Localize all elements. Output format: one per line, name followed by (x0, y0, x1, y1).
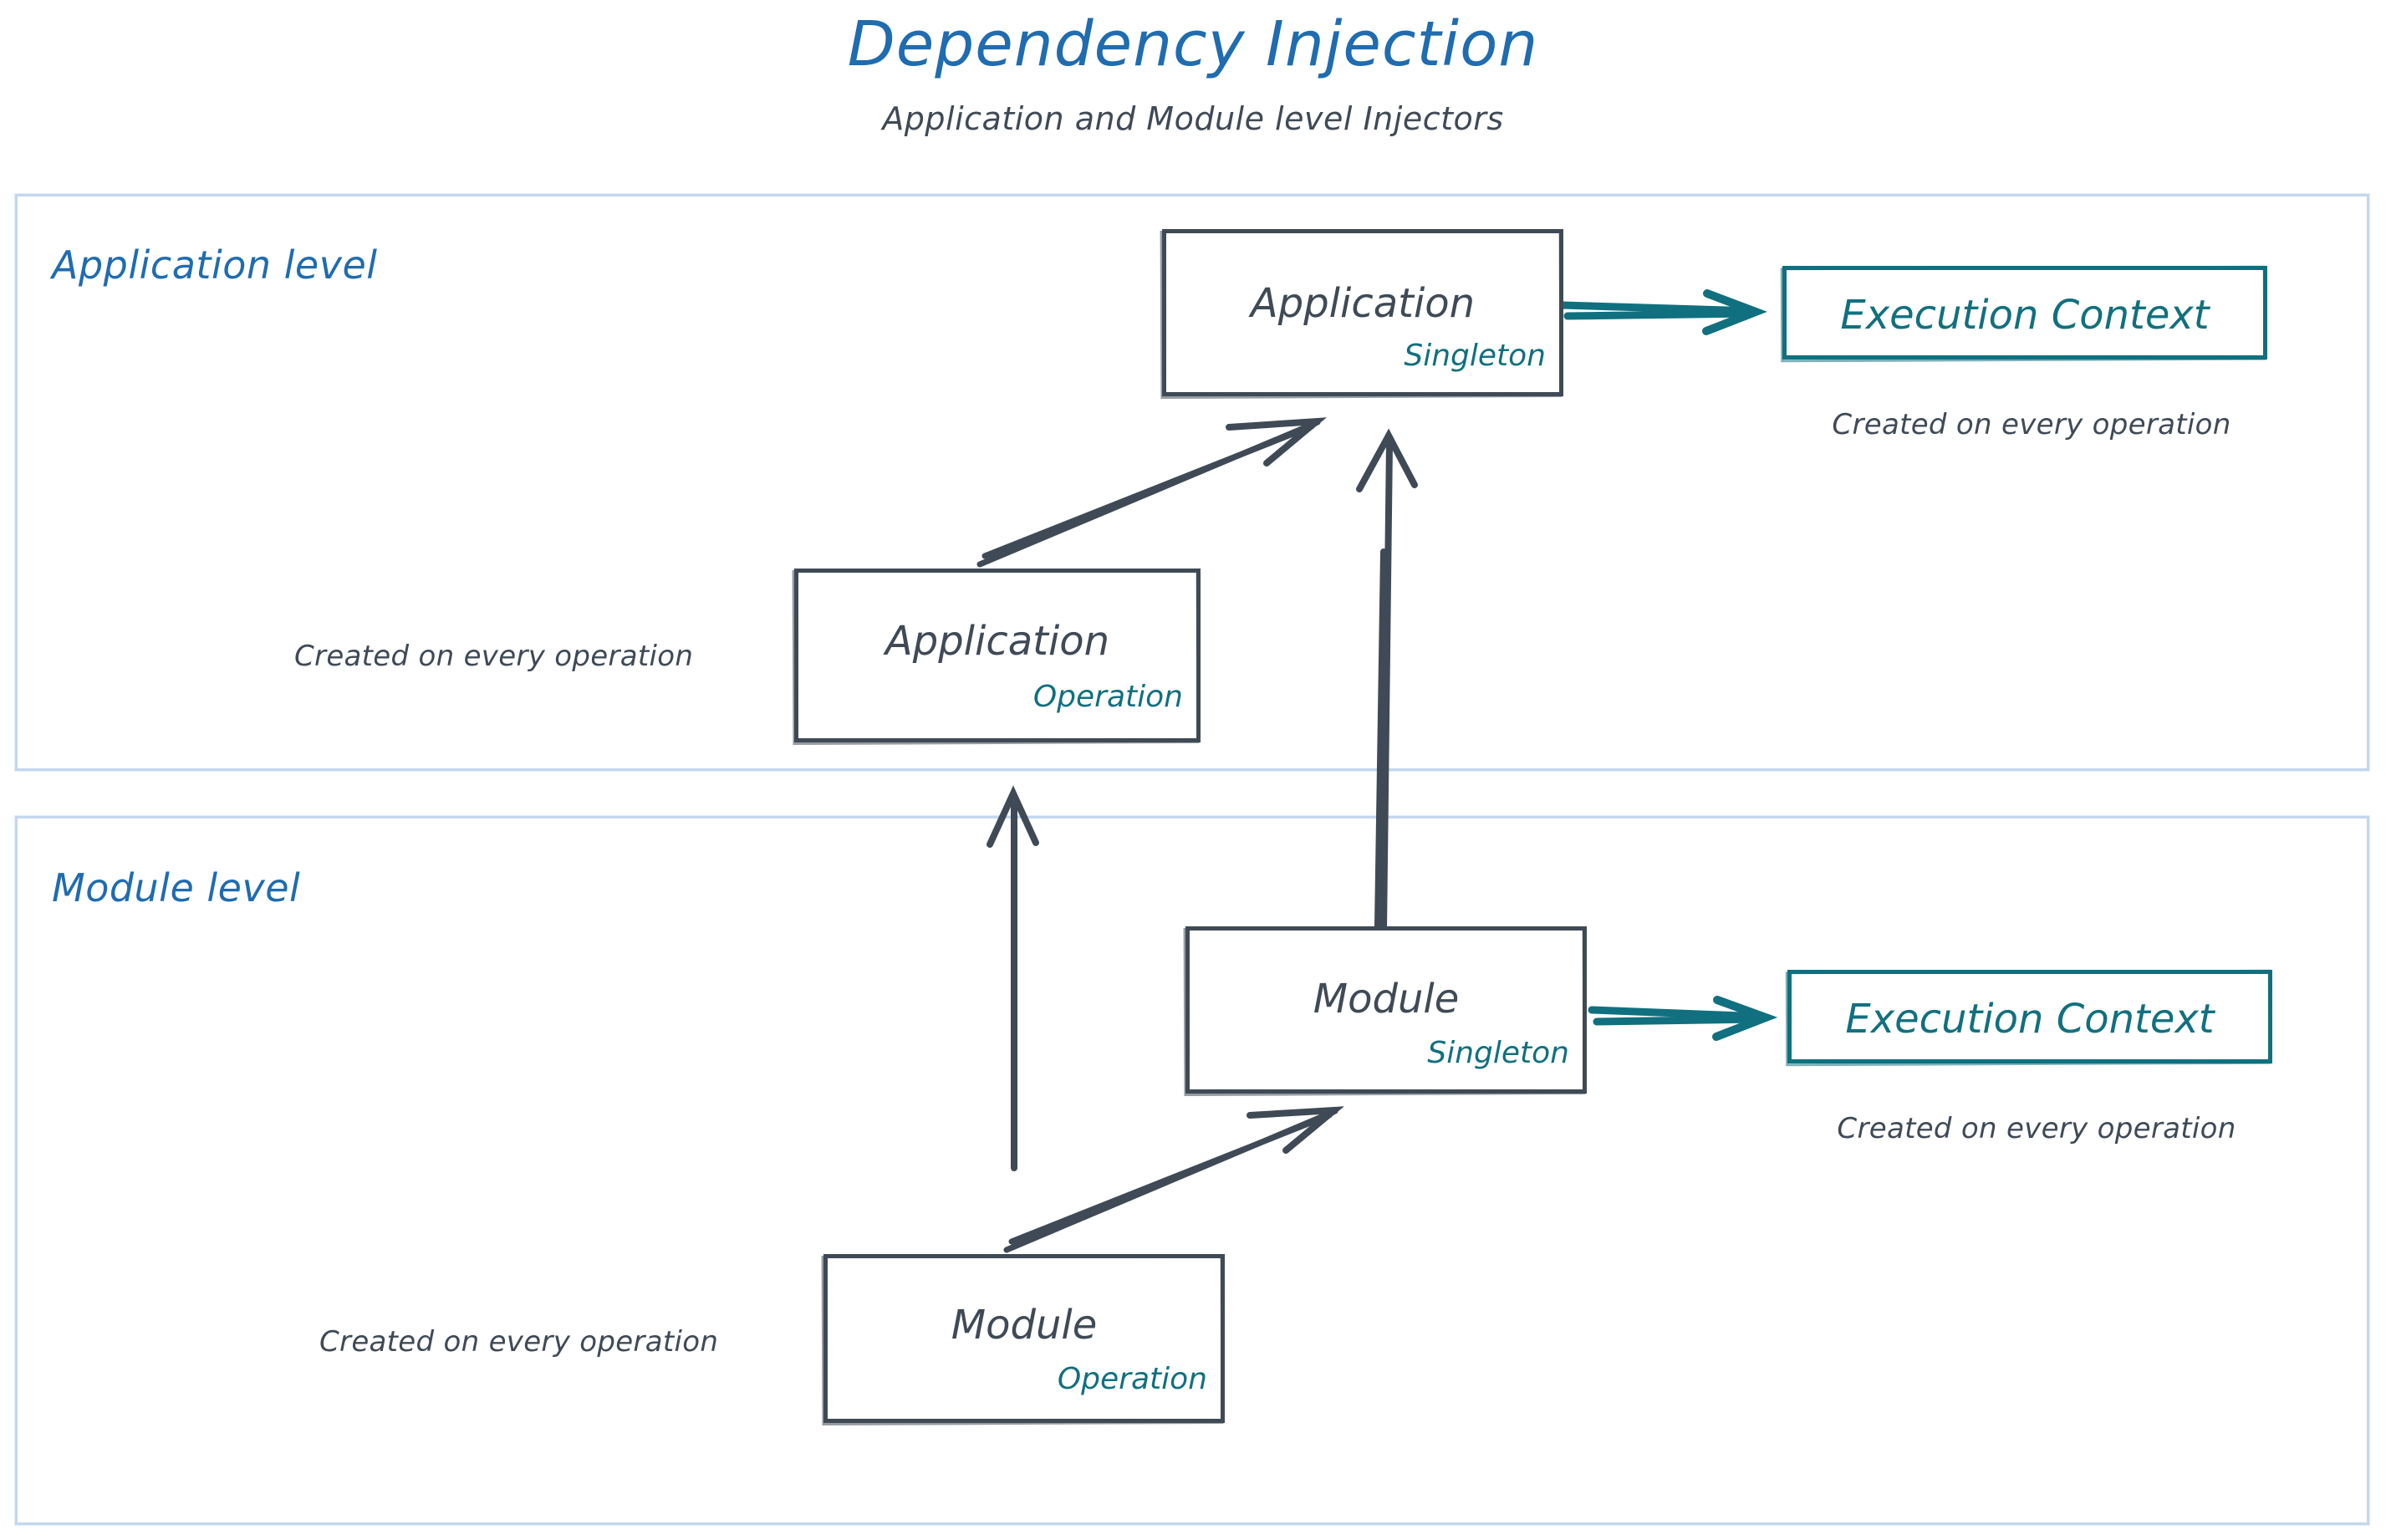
node-application-operation[interactable]: Application Operation (794, 569, 1201, 742)
caption-execution-context-application: Created on every operation (1832, 408, 2231, 441)
application-level-container (15, 194, 2369, 771)
caption-application-operation: Created on every operation (294, 640, 694, 673)
node-title: Execution Context (1845, 996, 2215, 1043)
caption-execution-context-module: Created on every operation (1837, 1112, 2236, 1145)
node-scope-badge: Singleton (1427, 1036, 1569, 1070)
node-scope-badge: Singleton (1404, 339, 1546, 373)
node-module-singleton[interactable]: Module Singleton (1185, 926, 1587, 1094)
application-level-label: Application level (52, 242, 378, 288)
node-execution-context-application[interactable]: Execution Context (1782, 266, 2267, 360)
page-title: Dependency Injection (847, 8, 1539, 80)
node-scope-badge: Operation (1032, 680, 1183, 714)
node-execution-context-module[interactable]: Execution Context (1787, 970, 2272, 1063)
module-level-label: Module level (52, 865, 301, 910)
node-title: Execution Context (1840, 292, 2210, 339)
node-title: Application (1250, 280, 1476, 327)
node-application-singleton[interactable]: Application Singleton (1162, 229, 1563, 396)
node-title: Module (951, 1302, 1098, 1349)
caption-module-operation: Created on every operation (319, 1325, 719, 1359)
node-module-operation[interactable]: Module Operation (823, 1254, 1225, 1423)
module-level-container (15, 816, 2369, 1525)
node-title: Module (1313, 976, 1460, 1022)
page-subtitle: Application and Module level Injectors (882, 100, 1504, 137)
node-scope-badge: Operation (1057, 1362, 1207, 1396)
node-title: Application (885, 618, 1110, 665)
